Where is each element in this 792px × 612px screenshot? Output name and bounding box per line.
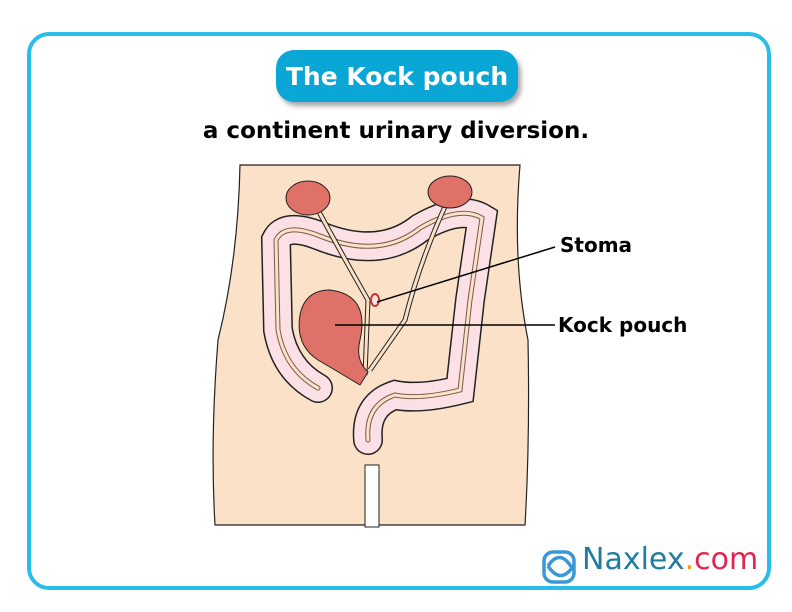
colon <box>260 198 499 455</box>
logo-tld: com <box>694 542 759 577</box>
left-kidney <box>285 180 331 216</box>
naxlex-logo-icon <box>542 550 576 584</box>
stoma-label: Stoma <box>560 233 633 257</box>
stoma-mark <box>370 293 380 307</box>
logo-name: Naxlex <box>582 542 685 577</box>
stoma-leader-line <box>376 246 556 303</box>
subtitle: a continent urinary diversion. <box>202 118 590 144</box>
ureters <box>315 198 451 376</box>
kock-pouch-organ <box>298 289 369 386</box>
frame-border <box>27 32 771 590</box>
page-title: The Kock pouch <box>276 50 518 102</box>
right-kidney <box>427 175 473 209</box>
urethra-gap <box>364 464 380 528</box>
kock-pouch-label: Kock pouch <box>558 313 688 337</box>
logo-dot: . <box>684 542 695 577</box>
naxlex-logo[interactable]: Naxlex.com <box>582 542 758 577</box>
torso <box>212 164 530 526</box>
